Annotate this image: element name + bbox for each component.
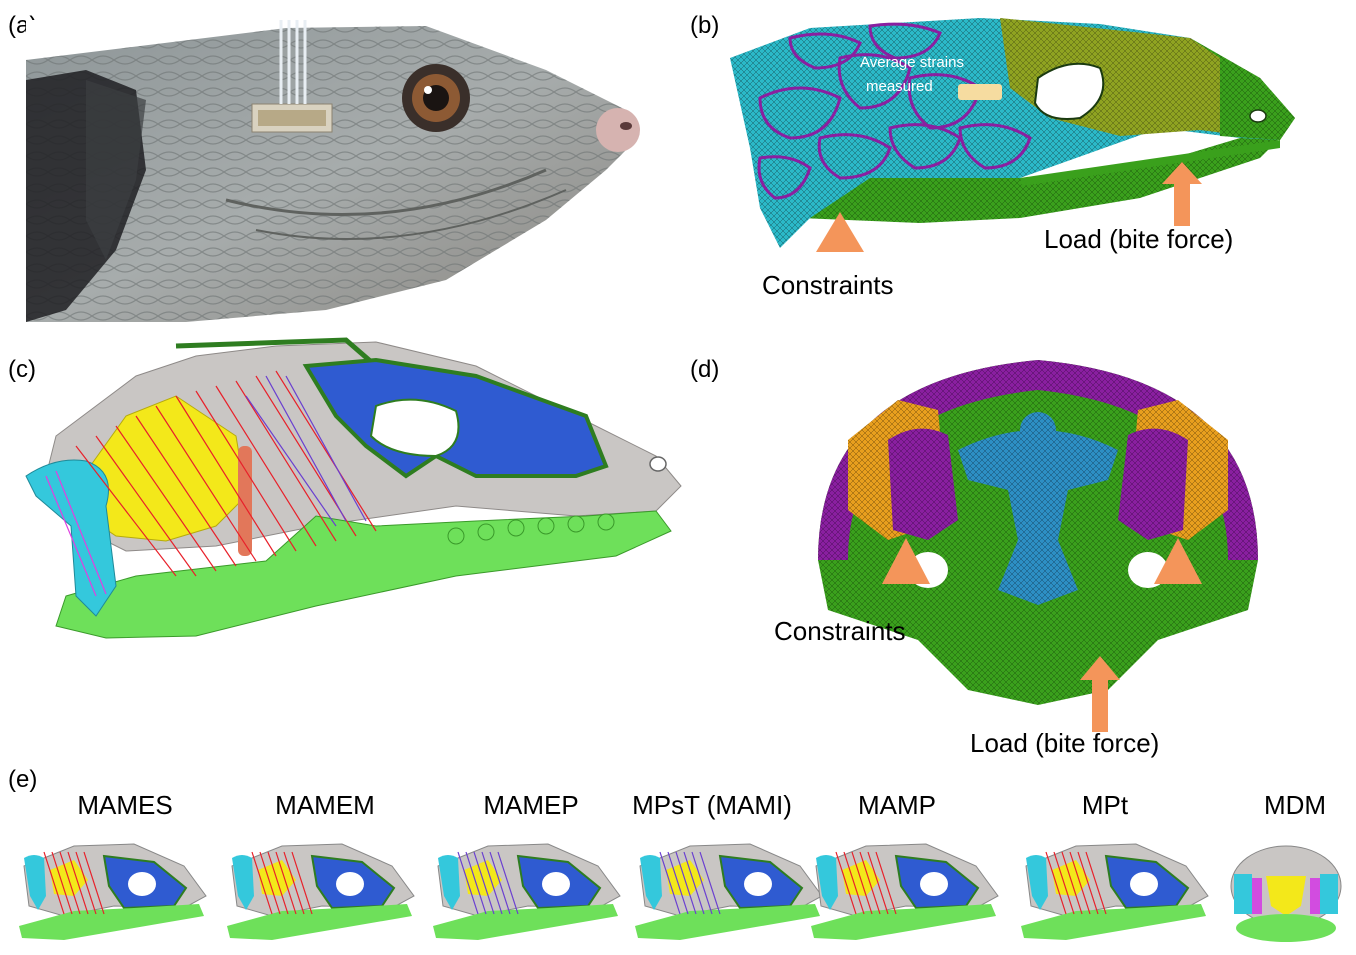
muscle-title-6: MPt <box>1040 790 1170 821</box>
fe-mesh-frontal <box>808 340 1268 720</box>
load-arrow-b <box>1160 160 1204 228</box>
muscle-title-7: MDM <box>1240 790 1350 821</box>
load-arrow-d <box>1078 654 1122 734</box>
muscle-thumbnail-3 <box>428 836 628 946</box>
load-label-d: Load (bite force) <box>970 728 1159 759</box>
constraint-marker-d-right <box>1152 536 1204 586</box>
muscle-thumbnail-4 <box>630 836 830 946</box>
muscle-thumbnail-1 <box>14 836 214 946</box>
muscle-title-2: MAMEM <box>260 790 390 821</box>
muscle-thumbnail-6 <box>1016 836 1216 946</box>
muscle-title-5: MAMP <box>832 790 962 821</box>
constraints-label-d: Constraints <box>774 616 906 647</box>
constraints-label-b: Constraints <box>762 270 894 301</box>
muscle-thumbnail-2 <box>222 836 422 946</box>
load-label-b: Load (bite force) <box>1044 224 1233 255</box>
strain-note-line2: measured <box>866 78 933 95</box>
muscle-title-1: MAMES <box>60 790 190 821</box>
strain-note-line1: Average strains <box>860 54 964 71</box>
panel-label-e: (e) <box>8 766 37 794</box>
constraint-marker-b <box>814 210 866 254</box>
constraint-marker-d-left <box>880 536 932 586</box>
fe-mesh-lateral <box>720 18 1340 268</box>
skull-muscle-model <box>16 336 696 656</box>
muscle-title-4: MPsT (MAMI) <box>612 790 812 821</box>
muscle-thumbnail-7 <box>1226 836 1346 946</box>
muscle-title-3: MAMEP <box>466 790 596 821</box>
panel-label-b: (b) <box>690 12 719 40</box>
lizard-head-photo <box>26 20 674 322</box>
muscle-thumbnail-5 <box>806 836 1006 946</box>
